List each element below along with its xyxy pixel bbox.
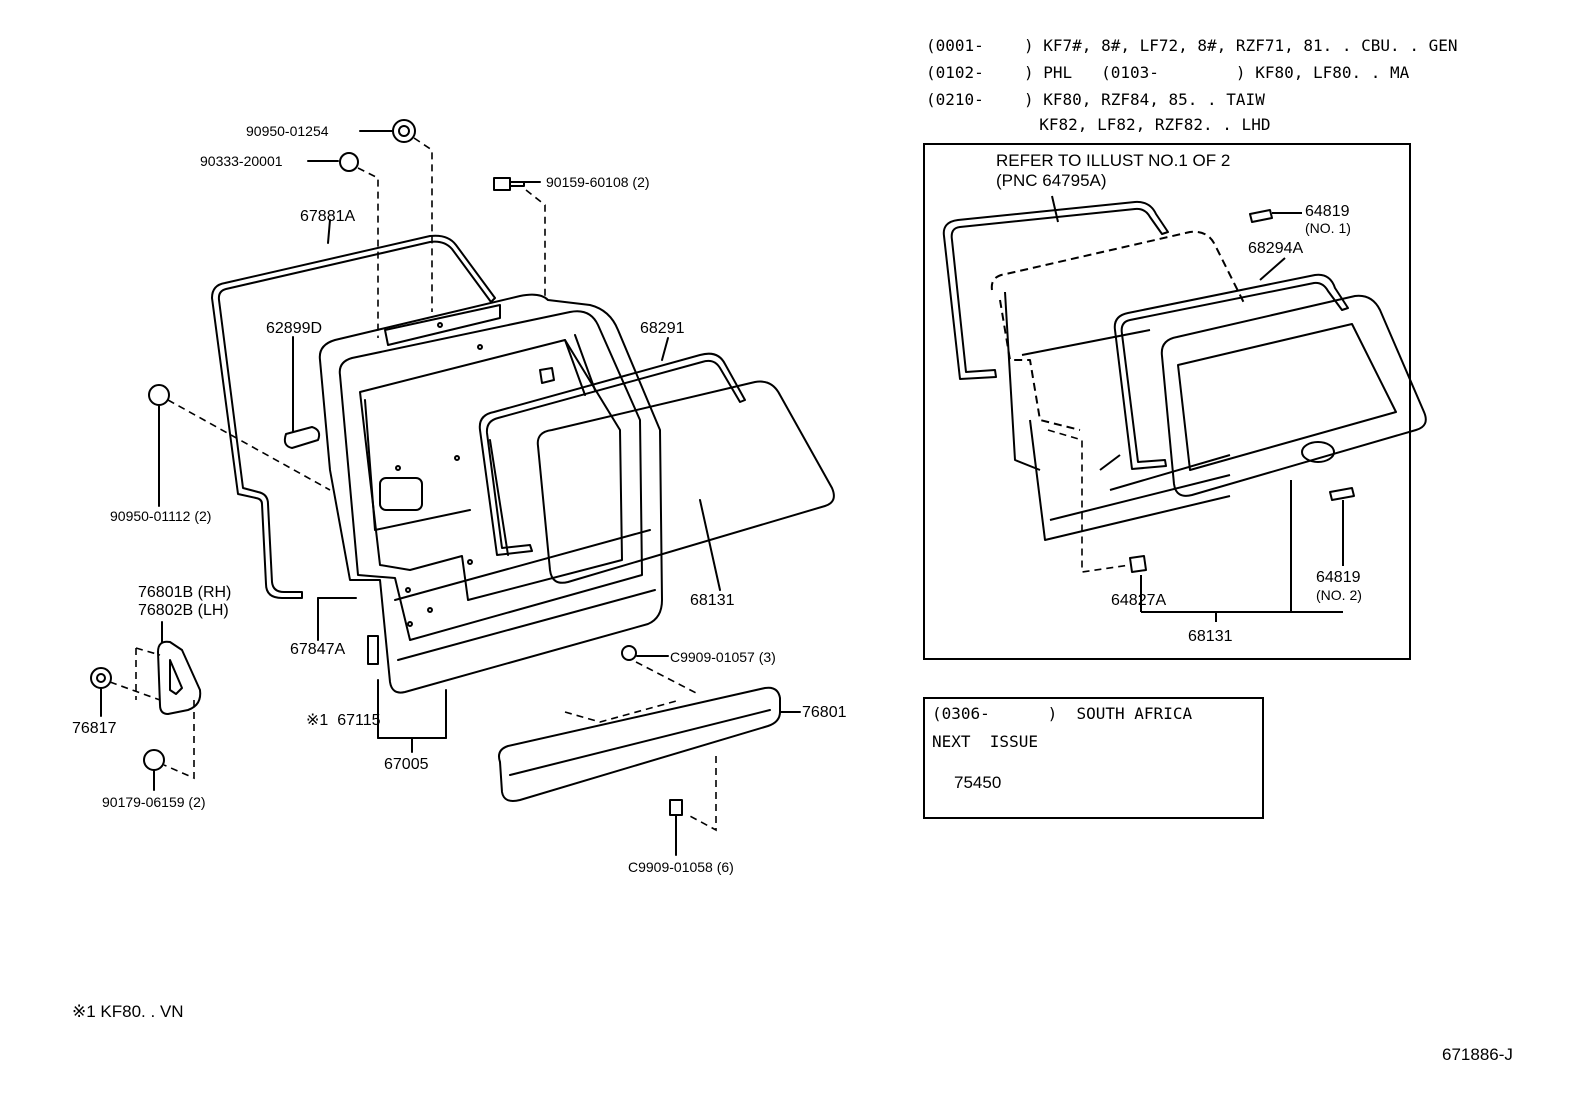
applicability-models-1: ) KF7#, 8#, LF72, 8#, RZF71, 81. . CBU. … bbox=[1024, 36, 1458, 55]
garnish-76801 bbox=[498, 686, 781, 802]
inset-drawing bbox=[942, 195, 1427, 622]
part-label-68291[interactable]: 68291 bbox=[640, 320, 685, 337]
back-door-panel-67005 bbox=[318, 293, 663, 694]
inset-part-label-no1: (NO. 1) bbox=[1305, 220, 1351, 236]
clip-90179-06159 bbox=[143, 749, 165, 771]
bolt-90159-60108 bbox=[493, 177, 525, 191]
back-door-glass-68131 bbox=[536, 380, 835, 584]
inset-refer-pnc[interactable]: (PNC 64795A) bbox=[996, 171, 1107, 190]
applicability-models-2: ) PHL (0103- ) KF80, LF80. . MA bbox=[1024, 63, 1410, 82]
part-label-c9909-01057[interactable]: C9909-01057 (3) bbox=[670, 649, 776, 665]
inset-part-label-64819-no1[interactable]: 64819 bbox=[1305, 203, 1350, 220]
part-label-90179-06159[interactable]: 90179-06159 (2) bbox=[102, 794, 206, 810]
clip-76817 bbox=[90, 667, 112, 689]
inset-part-label-68294a[interactable]: 68294A bbox=[1248, 240, 1304, 257]
part-label-90159-60108[interactable]: 90159-60108 (2) bbox=[546, 174, 650, 190]
glass-weatherstrip-68291 bbox=[478, 352, 746, 556]
inset-part-label-64819-no2[interactable]: 64819 bbox=[1316, 569, 1361, 586]
part-label-67005[interactable]: 67005 bbox=[384, 756, 429, 773]
part-label-90950-01112[interactable]: 90950-01112 (2) bbox=[110, 508, 212, 524]
notice-applicability: (0306- ) SOUTH AFRICA bbox=[932, 704, 1193, 723]
part-label-68131[interactable]: 68131 bbox=[690, 592, 735, 609]
clip-90950-01112 bbox=[148, 384, 170, 406]
bolt-c9909-01057 bbox=[621, 645, 637, 661]
clip-90333-20001 bbox=[339, 152, 359, 172]
inset-part-label-64827a[interactable]: 64827A bbox=[1111, 592, 1167, 609]
applicability-models-3: ) KF80, RZF84, 85. . TAIW bbox=[1024, 90, 1265, 109]
footnote: ※1 KF80. . VN bbox=[72, 1002, 184, 1021]
hook-62899d bbox=[283, 426, 321, 449]
notice-next-issue: NEXT ISSUE bbox=[932, 732, 1038, 751]
inset-frame bbox=[923, 143, 1411, 660]
applicability-range-2: (0102- bbox=[926, 63, 984, 82]
inset-part-label-68131[interactable]: 68131 bbox=[1188, 628, 1233, 645]
applicability-range-1: (0001- bbox=[926, 36, 984, 55]
part-label-90333-20001[interactable]: 90333-20001 bbox=[200, 153, 283, 169]
part-label-62899d[interactable]: 62899D bbox=[266, 320, 323, 337]
part-label-76802b[interactable]: 76802B (LH) bbox=[138, 602, 229, 619]
inset-refer-text[interactable]: REFER TO ILLUST NO.1 OF 2 bbox=[996, 151, 1231, 170]
bolt-c9909-01058 bbox=[669, 799, 683, 816]
part-label-76801[interactable]: 76801 bbox=[802, 704, 847, 721]
inset-part-label-no2: (NO. 2) bbox=[1316, 587, 1362, 603]
part-label-76801b[interactable]: 76801B (RH) bbox=[138, 584, 232, 601]
part-label-90950-01254[interactable]: 90950-01254 bbox=[246, 123, 329, 139]
notice-frame bbox=[923, 697, 1264, 819]
part-label-67115[interactable]: ※1 67115 bbox=[306, 712, 381, 729]
part-label-67881a[interactable]: 67881A bbox=[300, 208, 356, 225]
applicability-models-4: KF82, LF82, RZF82. . LHD bbox=[1020, 115, 1271, 134]
part-label-c9909-01058[interactable]: C9909-01058 (6) bbox=[628, 859, 734, 875]
part-label-67847a[interactable]: 67847A bbox=[290, 641, 346, 658]
diagram-id: 671886-J bbox=[1442, 1045, 1513, 1064]
part-label-76817[interactable]: 76817 bbox=[72, 720, 117, 737]
notice-part-number[interactable]: 75450 bbox=[954, 773, 1002, 792]
applicability-range-3: (0210- bbox=[926, 90, 984, 109]
weatherstrip-67881a bbox=[211, 234, 496, 599]
clip-90950-01254 bbox=[392, 119, 416, 143]
